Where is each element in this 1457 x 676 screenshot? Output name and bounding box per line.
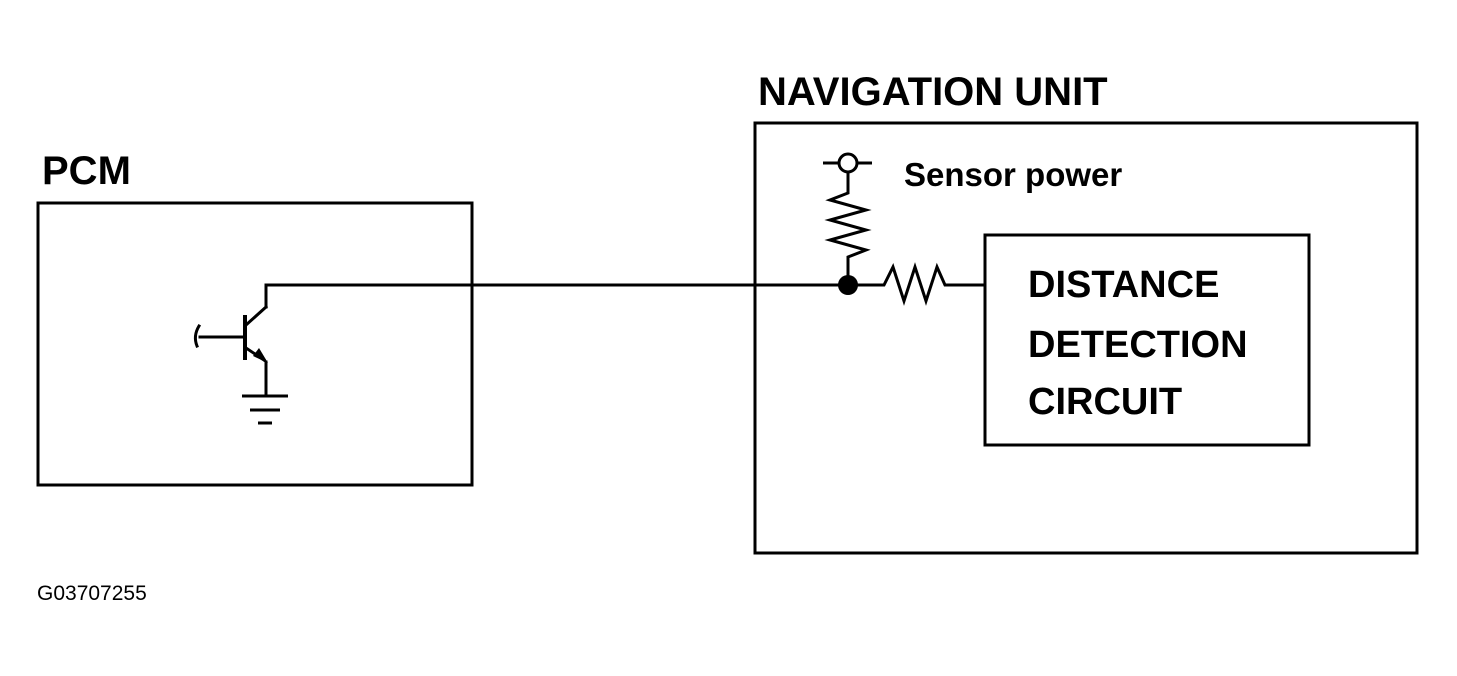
figure-code: G03707255	[37, 582, 147, 605]
navigation-unit-label: NAVIGATION UNIT	[758, 70, 1108, 114]
detection-circuit-line-3: CIRCUIT	[1028, 381, 1182, 423]
pull-up-resistor-icon	[824, 170, 872, 287]
navigation-unit-block: NAVIGATION UNIT Sensor power DISTANCE DE…	[753, 70, 1419, 555]
detection-circuit-line-1: DISTANCE	[1028, 264, 1219, 306]
collector-lead	[243, 304, 269, 328]
base-break-mark	[193, 323, 202, 348]
sensor-power-terminal-icon	[823, 152, 872, 174]
navigation-unit-box	[753, 121, 1419, 555]
series-resistor-icon	[846, 262, 987, 306]
pcm-box	[36, 201, 474, 487]
terminal-circle	[837, 152, 859, 174]
ground-icon	[242, 394, 288, 425]
sensor-power-label: Sensor power	[904, 156, 1122, 193]
detection-circuit-box	[983, 233, 1311, 447]
emitter-arrow-icon	[253, 348, 268, 363]
pcm-label: PCM	[42, 149, 131, 193]
transistor-icon	[193, 283, 269, 397]
detection-circuit-line-2: DETECTION	[1028, 324, 1248, 366]
pcm-block: PCM	[36, 149, 474, 487]
